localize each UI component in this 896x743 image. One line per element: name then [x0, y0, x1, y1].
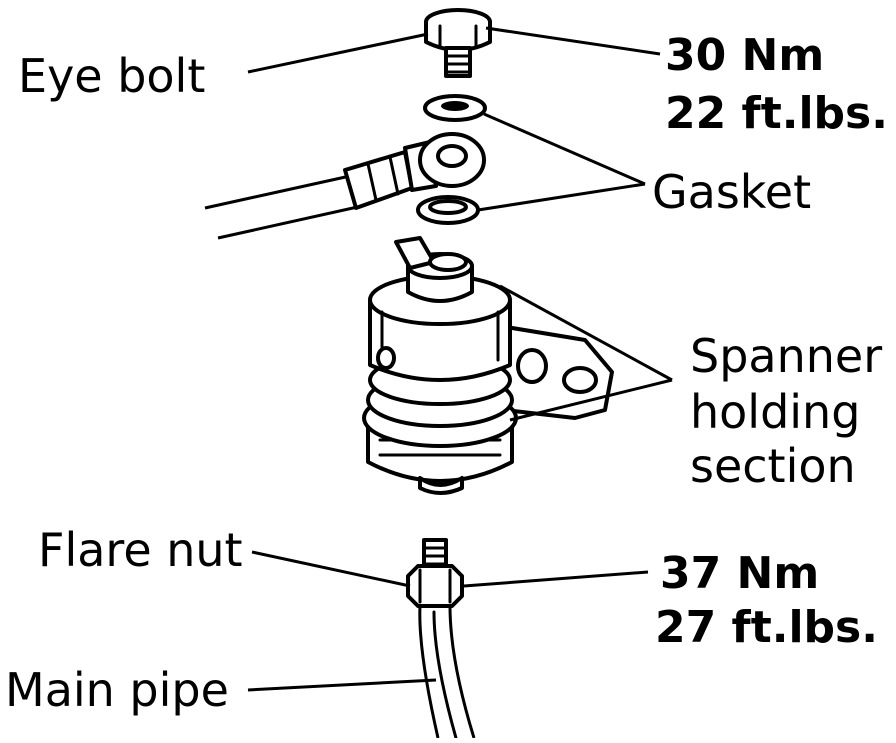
torque-eye-bolt-ftlbs: 22 ft.lbs.: [665, 88, 888, 139]
leader-gasket-lower: [477, 182, 646, 212]
label-main-pipe: Main pipe: [5, 663, 229, 717]
leader-eye-bolt: [247, 32, 429, 74]
gasket-upper: [423, 94, 487, 122]
leader-spanner-lower: [509, 378, 673, 422]
label-eye-bolt: Eye bolt: [18, 49, 205, 103]
leader-flare-nut-torque: [463, 570, 649, 588]
flare-nut: [406, 538, 464, 608]
leader-gasket-upper: [483, 112, 646, 186]
main-pipe: [418, 605, 476, 740]
torque-eye-bolt-nm: 30 Nm: [665, 30, 824, 81]
gasket-lower: [416, 195, 480, 225]
label-spanner-line3: section: [690, 439, 856, 493]
leader-lines: [247, 26, 673, 692]
leader-eye-bolt-torque: [485, 26, 661, 56]
torque-flare-nut-nm: 37 Nm: [660, 548, 819, 599]
label-flare-nut: Flare nut: [38, 523, 243, 577]
leader-main-pipe: [247, 678, 437, 692]
eye-bolt: [424, 8, 492, 78]
valve-body: [362, 236, 614, 495]
leader-spanner-upper: [499, 284, 673, 382]
label-spanner-line2: holding: [690, 385, 860, 439]
label-spanner-line1: Spanner: [690, 329, 882, 383]
leader-flare-nut: [251, 550, 411, 588]
hose-banjo-fitting: [204, 132, 486, 240]
label-gasket: Gasket: [652, 165, 811, 219]
torque-flare-nut-ftlbs: 27 ft.lbs.: [655, 602, 878, 653]
